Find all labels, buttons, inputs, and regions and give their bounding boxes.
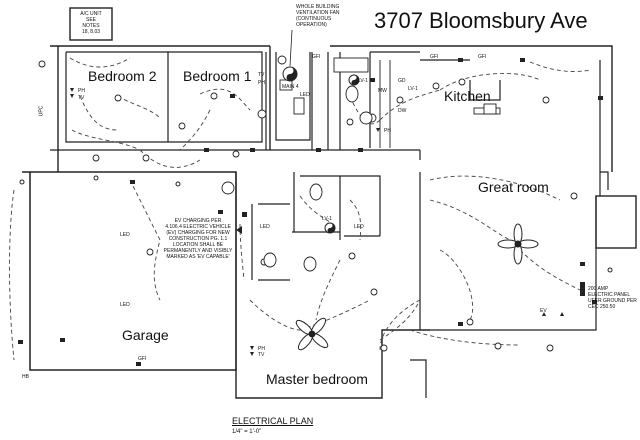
room-label-garage: Garage — [122, 327, 169, 343]
plumbing-fixture-icons — [263, 57, 497, 272]
tv-label: TV — [78, 95, 85, 101]
main-label: MAIN 4 — [282, 84, 299, 90]
ev-label: EV — [540, 308, 547, 314]
ceiling-fan-icon — [295, 317, 329, 351]
room-label-master-bedroom: Master bedroom — [266, 371, 368, 387]
ph-label: PH — [258, 80, 265, 86]
upper-bath-walls — [265, 52, 341, 150]
room-label-great-room: Great room — [478, 179, 549, 195]
ceiling-fan-icon — [497, 223, 539, 265]
master-bath-walls — [251, 172, 381, 281]
room-label-bedroom-2: Bedroom 2 — [88, 68, 157, 84]
ac-unit-note: A/C UNIT SEE NOTES 18, 8.03 — [80, 11, 102, 35]
receptacle-icons — [18, 58, 603, 366]
tv-label: TV — [258, 72, 265, 78]
room-label-bedroom-1: Bedroom 1 — [183, 68, 252, 84]
plan-scale: 1/4" = 1'-0" — [232, 429, 262, 435]
gd-label: GD — [398, 78, 406, 84]
exterior-box — [595, 195, 637, 249]
page-title: 3707 Bloomsbury Ave — [374, 8, 588, 33]
dw-label: DW — [398, 108, 407, 114]
lv-label: LV-1 — [358, 78, 368, 84]
ph-label: PH — [384, 128, 391, 134]
lv-label: LV-1 — [322, 216, 332, 222]
room-label-kitchen: Kitchen — [444, 88, 491, 104]
ph-label: PH — [258, 346, 265, 352]
led-label: LED — [260, 224, 270, 230]
smoke-detector-icons — [19, 175, 613, 273]
led-label: LED — [300, 92, 310, 98]
kitchen-walls — [369, 51, 501, 148]
mw-label: MW — [378, 88, 387, 94]
tv-label: TV — [258, 352, 265, 358]
electric-panel-note: 200 AMP ELECTRIC PANEL UFER GROUND PER C… — [588, 286, 637, 310]
gfi-label: GFI — [478, 54, 487, 60]
led-label: LED — [354, 224, 364, 230]
lv-label: LV-1 — [408, 86, 418, 92]
upc-label: UPC — [38, 105, 45, 117]
electric-panel-icon — [580, 282, 585, 296]
ventilation-fan-note: WHOLE BUILDING VENTILATION FAN (CONTINUO… — [296, 4, 340, 28]
gfi-label: GFI — [312, 54, 321, 60]
bedroom-walls — [65, 51, 263, 143]
ac-unit-box — [69, 7, 113, 41]
switch-icons — [70, 88, 564, 356]
exterior-wall-top — [50, 45, 613, 172]
ev-charging-note: EV CHARGING PER 4.106.4 ELECTRIC VEHICLE… — [163, 218, 233, 260]
master-bedroom-walls — [235, 172, 430, 399]
plan-title: ELECTRICAL PLAN — [232, 416, 314, 426]
led-label: LED — [120, 232, 130, 238]
gfi-label: GFI — [430, 54, 439, 60]
ceiling-fan-icons — [295, 223, 539, 351]
gfi-label: GFI — [138, 356, 147, 362]
hb-label: HB — [22, 374, 29, 380]
ventilation-fan-icon — [282, 29, 360, 234]
led-label: LED — [120, 302, 130, 308]
ph-label: PH — [78, 88, 85, 94]
